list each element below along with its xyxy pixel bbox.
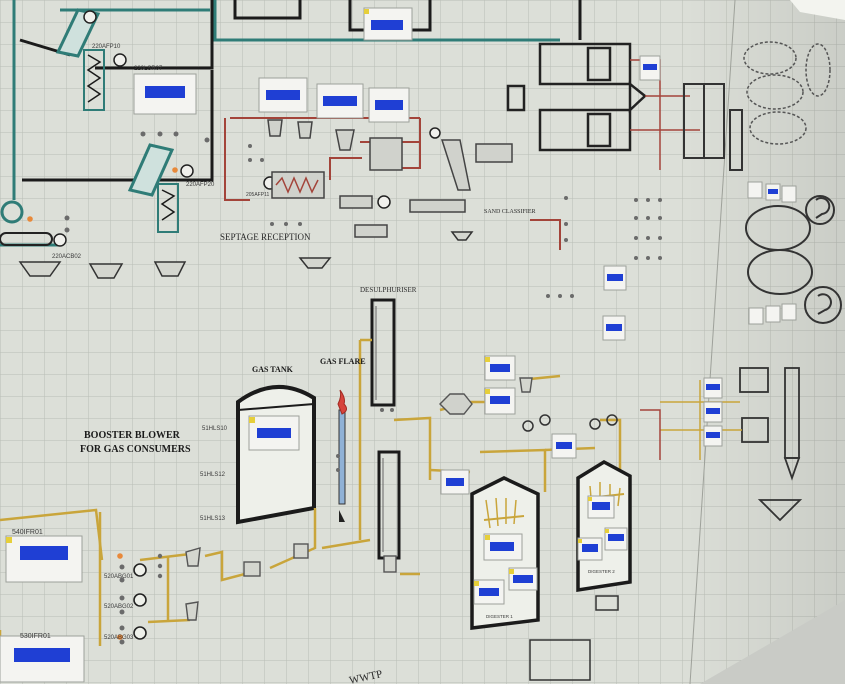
booster-blowers xyxy=(134,564,146,639)
tag-220lsr07: 220LSR07 xyxy=(134,66,163,72)
display-540ifr01 xyxy=(6,536,82,582)
tag-220acb02: 220ACB02 xyxy=(52,254,82,260)
sand-classifier-label: SAND CLASSIFIER xyxy=(484,209,536,215)
gas-flare-label: GAS FLARE xyxy=(320,357,366,366)
tag-520abg02: 520ABG02 xyxy=(104,604,134,610)
display-right-5 xyxy=(704,402,722,422)
display-digester-top-1 xyxy=(552,434,576,458)
tag-520abg01: 520ABG01 xyxy=(104,574,134,580)
tag-530ifr01: 530IFR01 xyxy=(20,633,51,640)
tag-220afp20: 220AFP20 xyxy=(186,182,215,188)
booster-blower-subtitle: FOR GAS CONSUMERS xyxy=(80,444,191,455)
display-220lsr07 xyxy=(134,74,196,114)
gas-tank xyxy=(238,387,314,522)
digester-2-label: DIGESTER 2 xyxy=(588,569,615,574)
display-top-1 xyxy=(259,78,307,112)
gas-tank-label: GAS TANK xyxy=(252,365,294,374)
display-top-2 xyxy=(317,84,363,118)
tag-220afp10: 220AFP10 xyxy=(92,44,121,50)
display-top-3 xyxy=(369,88,409,122)
display-gas-tank xyxy=(249,416,299,450)
tag-205afp11: 205AFP11 xyxy=(246,192,269,198)
tag-51hls10: 51HLS10 xyxy=(202,426,228,432)
septage-reception-label: SEPTAGE RECEPTION xyxy=(220,232,311,242)
booster-blower-title: BOOSTER BLOWER xyxy=(84,430,181,441)
display-right-2 xyxy=(604,266,626,290)
tag-51hls13: 51HLS13 xyxy=(200,516,226,522)
display-530ifr01 xyxy=(0,636,84,682)
display-top-4 xyxy=(364,8,412,40)
display-right-4 xyxy=(704,378,722,398)
display-right-6 xyxy=(704,426,722,446)
display-right-3 xyxy=(603,316,625,340)
tag-540ifr01: 540IFR01 xyxy=(12,529,43,536)
digester-1-label: DIGESTER 1 xyxy=(486,614,513,619)
tag-51hls12: 51HLS12 xyxy=(200,472,226,478)
display-gas-line xyxy=(441,470,469,494)
tag-520abg03: 520ABG03 xyxy=(104,635,134,641)
desulphuriser-label: DESULPHURISER xyxy=(360,286,417,294)
display-right-1 xyxy=(640,56,660,80)
